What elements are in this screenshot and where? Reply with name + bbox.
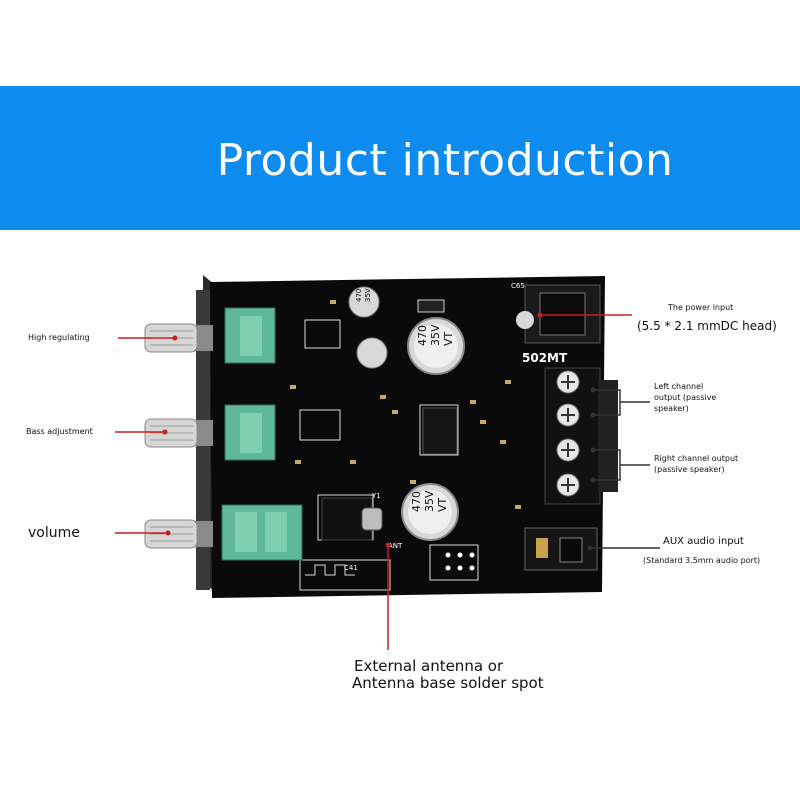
aux-jack <box>524 527 598 571</box>
diode <box>417 299 445 313</box>
pin-header <box>445 552 475 571</box>
y1-label: Y1 <box>371 492 381 500</box>
bracket-dots <box>587 387 596 551</box>
label-bass-adjustment: Bass adjustment <box>26 427 93 436</box>
smd-components <box>290 300 521 509</box>
small-cap-value: 470 <box>355 289 363 302</box>
label-aux-title: AUX audio input <box>663 536 744 547</box>
pcb-board <box>210 276 605 598</box>
pot-high <box>224 307 276 364</box>
capacitor-small-bottom <box>356 337 388 369</box>
page-title: Product introduction <box>216 135 674 186</box>
screw-slots <box>561 375 575 492</box>
pointer-lines <box>115 314 632 650</box>
cap-bottom-series: VT <box>436 497 449 512</box>
speaker-terminal-block <box>544 367 618 505</box>
cap-top-value: 470 <box>416 325 429 346</box>
pot-volume <box>221 504 303 561</box>
cap-top-voltage: 35V <box>429 324 442 346</box>
bracket-lines <box>590 389 660 549</box>
cap-bottom-voltage: 35V <box>423 490 436 512</box>
label-aux-detail: (Standard 3.5mm audio port) <box>643 556 761 565</box>
capacitor-large-bottom <box>401 483 459 541</box>
dc-power-jack <box>516 284 601 344</box>
pointer-dots <box>162 312 543 548</box>
label-right-channel: Right channel output (passive speaker) <box>654 454 739 474</box>
crystal <box>361 507 383 531</box>
model-label: 502MT <box>522 351 568 365</box>
label-power-title: The power input <box>668 303 734 312</box>
c65-label: C65 <box>511 282 525 290</box>
label-power-detail: (5.5 * 2.1 mmDC head) <box>637 319 777 333</box>
amp-chip <box>422 407 458 455</box>
title-banner: Product introduction <box>0 86 800 230</box>
ant-label: ANT <box>388 542 403 550</box>
cap-bottom-value: 470 <box>410 491 423 512</box>
c41-label: C41 <box>344 564 358 572</box>
knob-volume <box>144 519 213 549</box>
label-high-regulating: High regulating <box>28 333 90 342</box>
label-antenna-line1: External antenna or <box>354 657 504 675</box>
capacitor-small-top <box>348 286 380 318</box>
label-volume: volume <box>28 525 80 541</box>
cap-top-series: VT <box>442 331 455 346</box>
capacitor-large-top <box>407 317 465 375</box>
label-left-channel: Left channel output (passive speaker) <box>654 382 717 413</box>
small-cap-voltage: 35V <box>364 288 372 302</box>
label-antenna-line2: Antenna base solder spot <box>352 674 544 692</box>
pot-bass <box>224 404 276 461</box>
knob-bass <box>144 418 213 448</box>
